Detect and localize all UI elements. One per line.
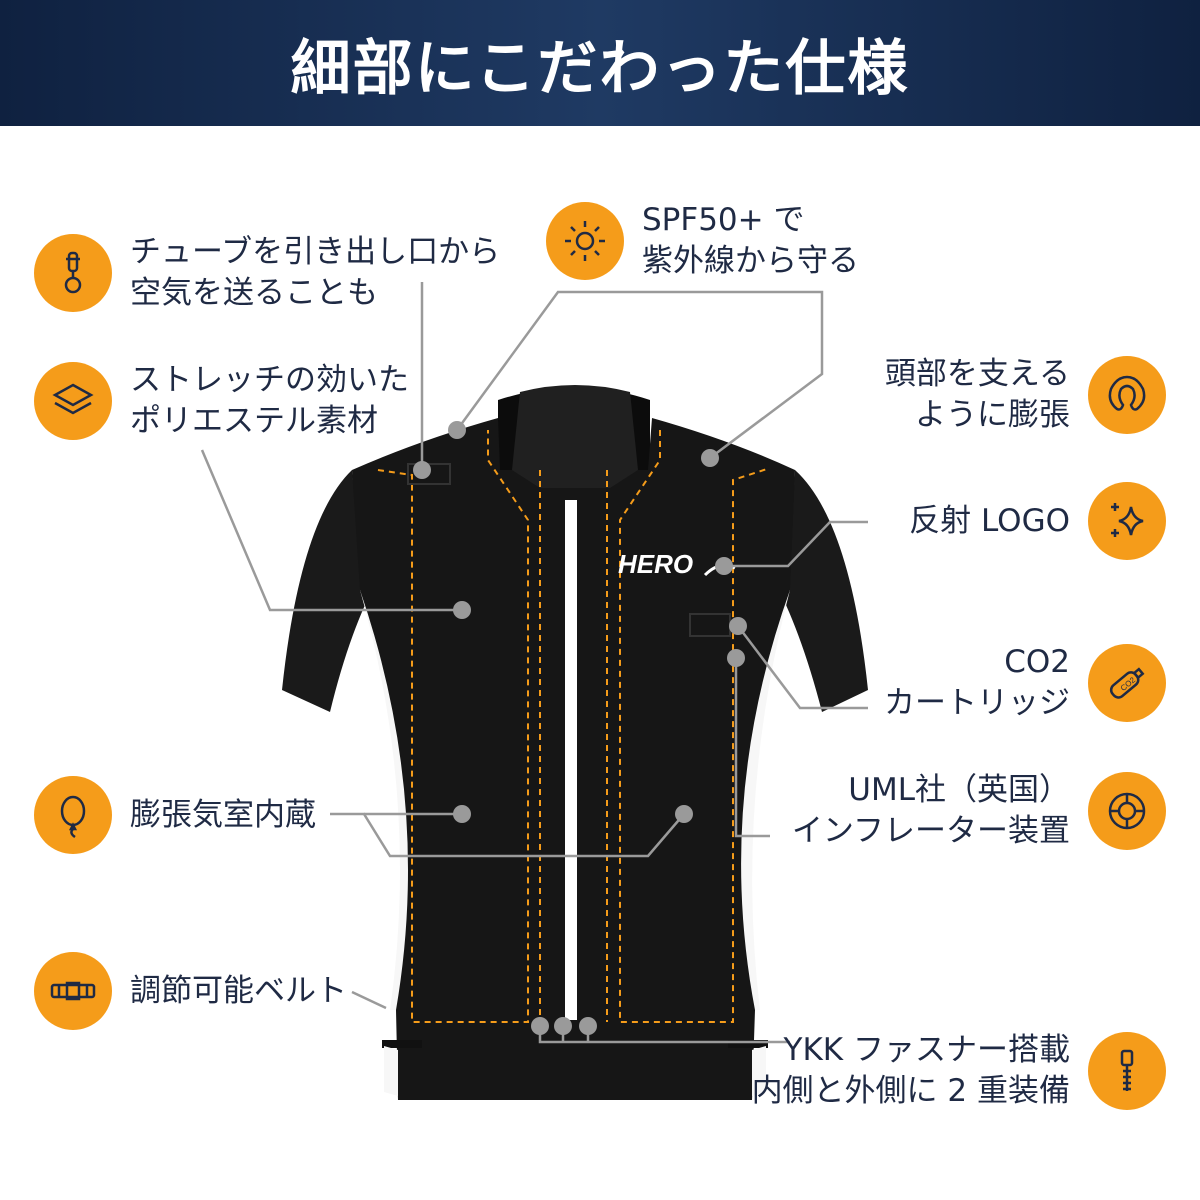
- lifebuoy-icon: [1088, 772, 1166, 850]
- feature-belt-text: 調節可能ベルト: [130, 972, 347, 1009]
- sun-icon: [546, 202, 624, 280]
- reflective-logo: HERO: [618, 549, 693, 579]
- zipper-icon: [1088, 1032, 1166, 1110]
- zipper-stripe: [565, 500, 577, 1020]
- feature-inflator: UML社（英国）インフレーター装置: [792, 770, 1166, 852]
- feature-inflator-text: UML社（英国）インフレーター装置: [791, 772, 1070, 849]
- leader-dots: [413, 421, 747, 1035]
- feature-zipper-text: YKK ファスナー搭載内側と外側に 2 重装備: [751, 1032, 1070, 1109]
- feature-logo-text: 反射 LOGO: [909, 502, 1070, 539]
- feature-stretch-text: ストレッチの効いたポリエステル素材: [130, 362, 409, 439]
- feature-tube: チューブを引き出し口から空気を送ることも: [34, 232, 500, 314]
- page-title: 細部にこだわった仕様: [290, 33, 910, 104]
- co2-cartridge-icon: CO2: [1088, 644, 1166, 722]
- layers-icon: [34, 362, 112, 440]
- feature-head-text: 頭部を支えるように膨張: [884, 356, 1070, 433]
- balloon-icon: [34, 776, 112, 854]
- right-sleeve: [786, 470, 868, 712]
- feature-head: 頭部を支えるように膨張: [885, 354, 1166, 436]
- feature-zipper: YKK ファスナー搭載内側と外側に 2 重装備: [752, 1030, 1166, 1112]
- feature-spf-text: SPF50+ で紫外線から守る: [642, 202, 859, 279]
- feature-chamber-text: 膨張気室内蔵: [130, 796, 316, 833]
- feature-tube-text: チューブを引き出し口から空気を送ることも: [130, 234, 501, 311]
- neck-pillow-icon: [1088, 356, 1166, 434]
- left-sleeve: [282, 470, 365, 712]
- feature-spf: SPF50+ で紫外線から守る: [546, 200, 859, 282]
- pump-tube-icon: [34, 234, 112, 312]
- leader-lines: [200, 282, 868, 1044]
- feature-belt: 調節可能ベルト: [34, 952, 347, 1030]
- feature-chamber: 膨張気室内蔵: [34, 776, 316, 854]
- feature-logo: 反射 LOGO: [909, 482, 1166, 560]
- header-banner: 細部にこだわった仕様: [0, 0, 1200, 126]
- belt-icon: [34, 952, 112, 1030]
- sparkle-icon: [1088, 482, 1166, 560]
- feature-stretch: ストレッチの効いたポリエステル素材: [34, 360, 409, 442]
- shirt-graphic: [282, 385, 868, 1100]
